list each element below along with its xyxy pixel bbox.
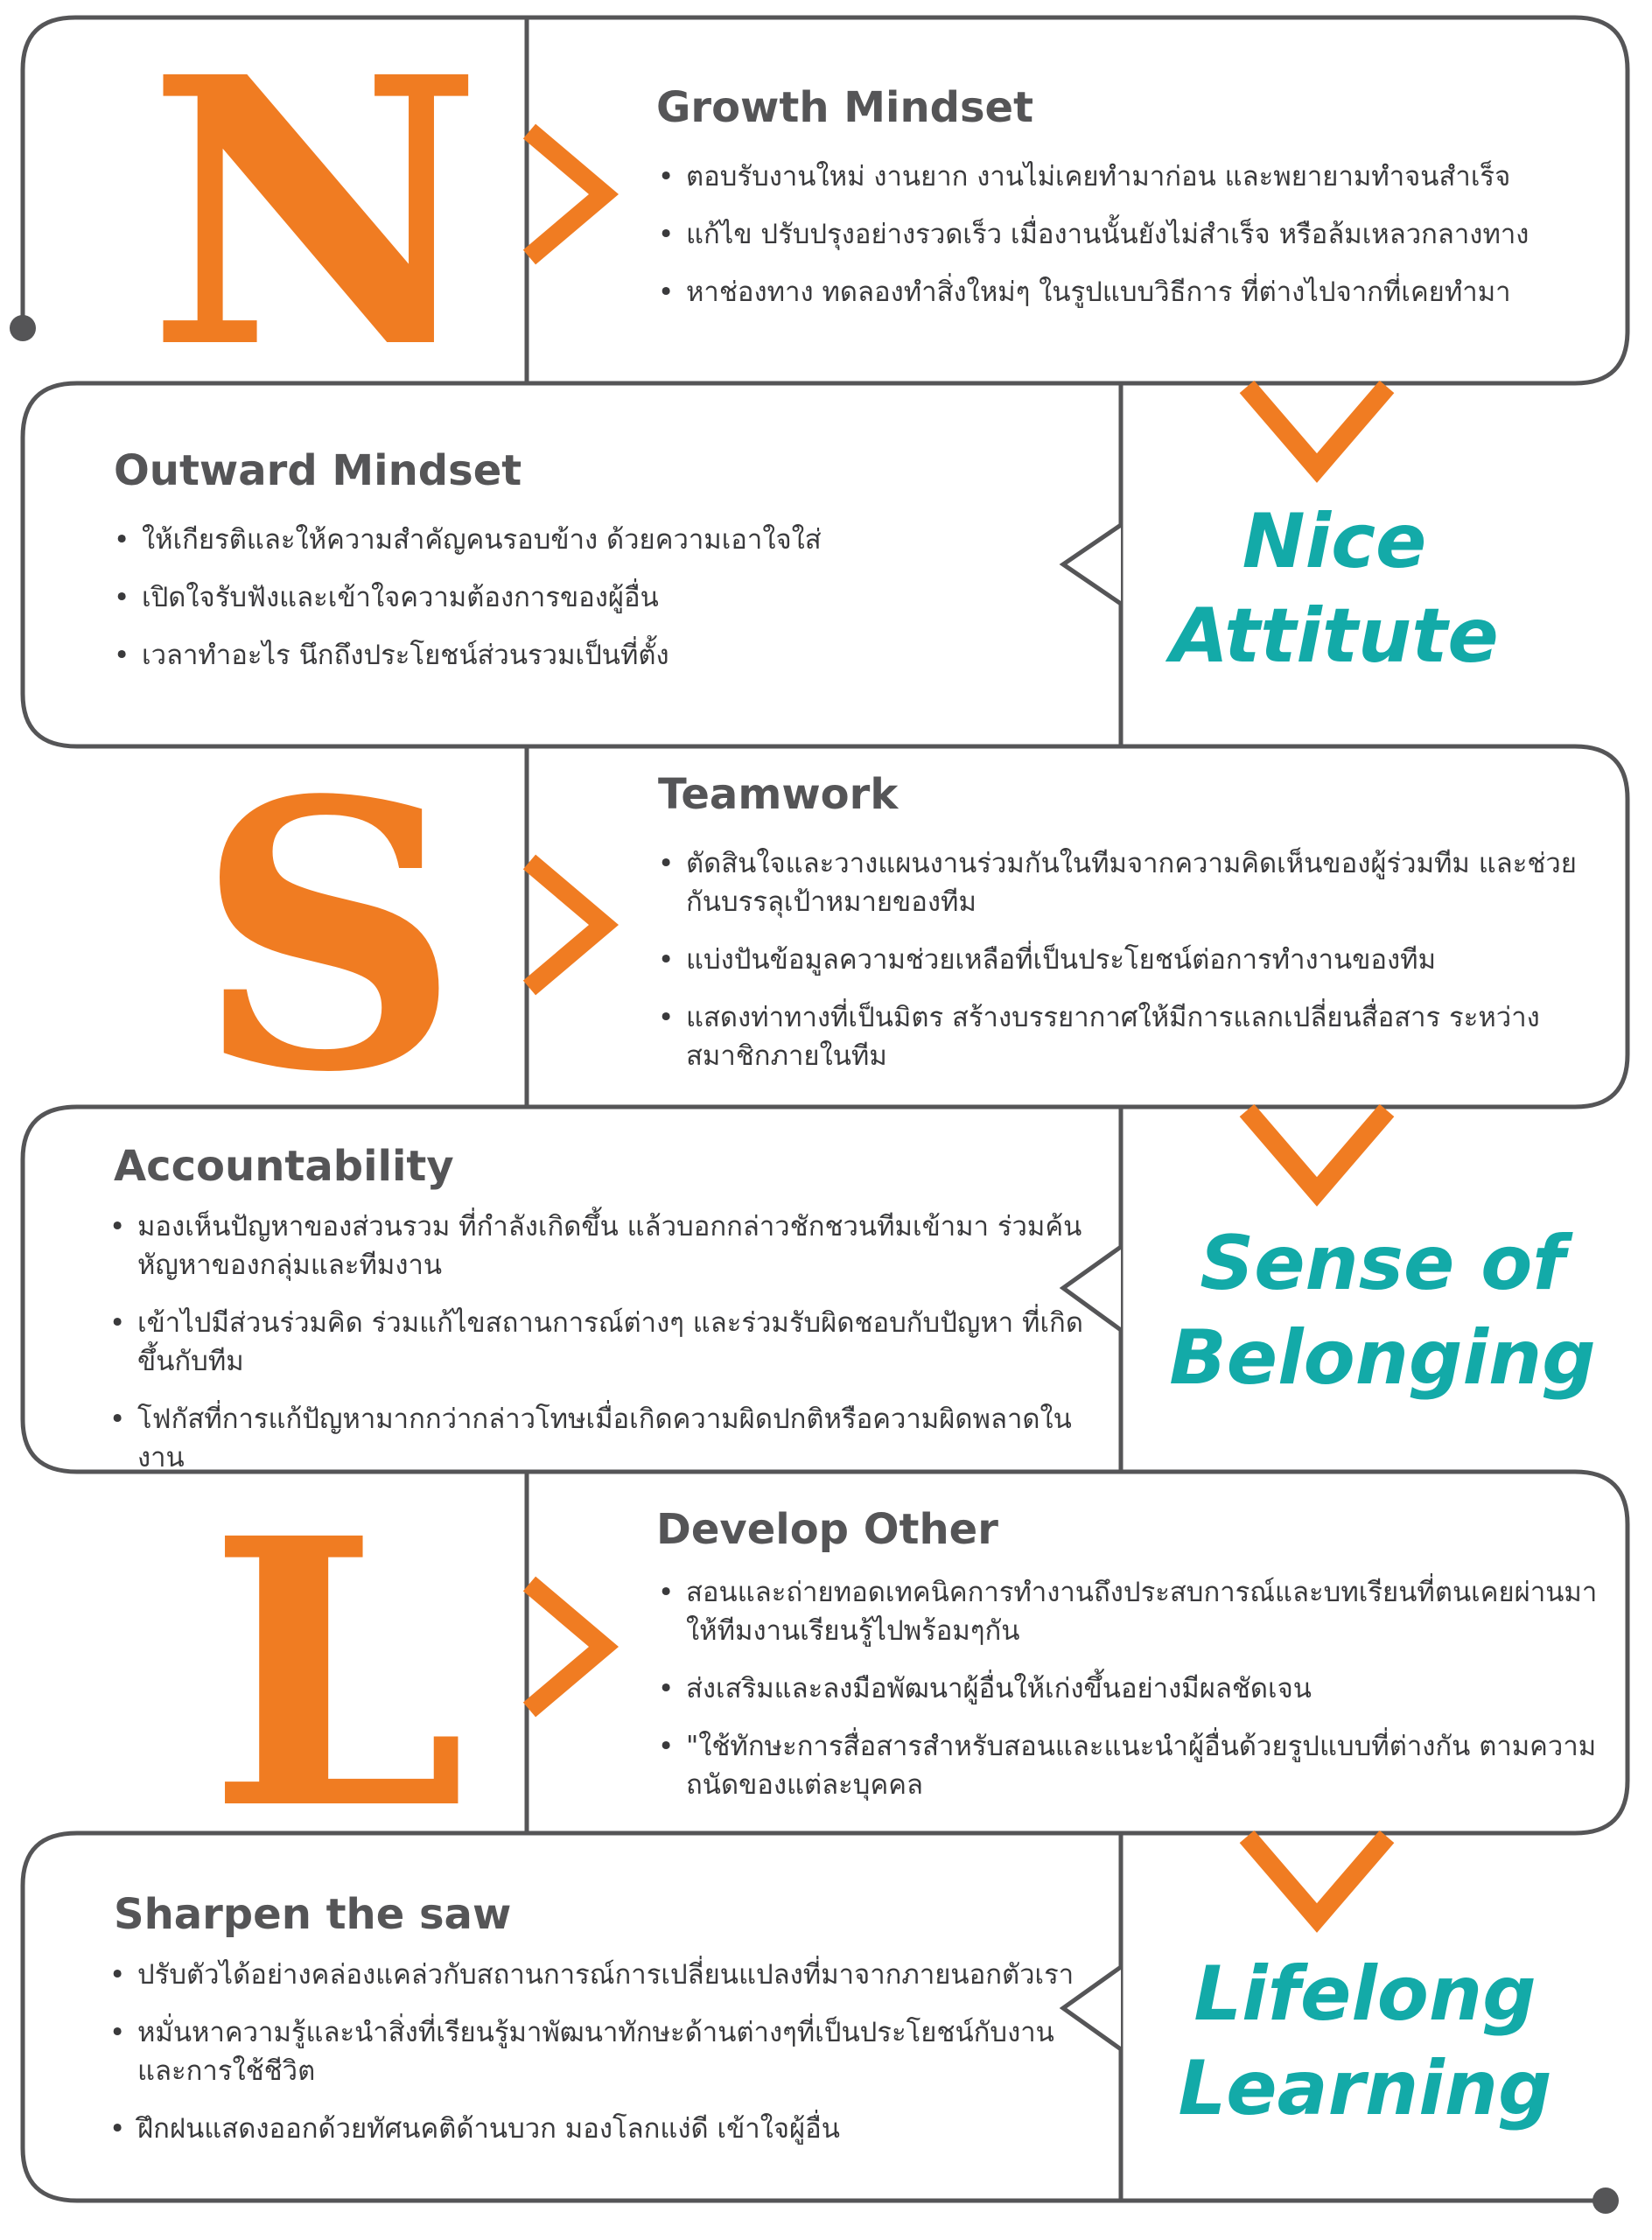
list-item: แบ่งปันข้อมูลความช่วยเหลือที่เป็นประโยชน… [658,941,1603,979]
list-item: ปรับตัวได้อย่างคล่องแคล่วกับสถานการณ์การ… [109,1956,1098,1994]
list-item: สอนและถ่ายทอดเทคนิคการทำงานถึงประสบการณ์… [658,1573,1612,1650]
theme-line: Nice [1242,498,1427,585]
theme-line: Learning [1178,2045,1552,2132]
list-item: เข้าไปมีส่วนร่วมคิด ร่วมแก้ไขสถานการณ์ต่… [109,1304,1098,1381]
list-item: ฝึกฝนแสดงออกด้วยทัศนคติด้านบวก มองโลกแง่… [109,2110,1098,2148]
accountability-list: มองเห็นปัญหาของส่วนรวม ที่กำลังเกิดขึ้น … [109,1208,1098,1496]
down-chevron-2 [1239,1103,1395,1207]
theme-line: Sense of [1200,1220,1565,1307]
frame-row-1 [20,15,1630,2203]
list-item: แก้ไข ปรับปรุงอย่างรวดเร็ว เมื่องานนั้นย… [658,215,1603,254]
theme-nice-attitute: Nice Attitute [1138,494,1531,683]
growth-mindset-list: ตอบรับงานใหม่ งานยาก งานไม่เคยทำมาก่อน แ… [658,158,1603,331]
teamwork-list: ตัดสินใจและวางแผนงานร่วมกันในทีมจากความค… [658,844,1603,1095]
heading-accountability: Accountability [114,1142,454,1191]
list-item: ตัดสินใจและวางแผนงานร่วมกันในทีมจากความค… [658,844,1603,921]
speech-notch-2 [1059,1244,1123,1333]
list-item: โฟกัสที่การแก้ปัญหามากกว่ากล่าวโทษเมื่อเ… [109,1400,1098,1477]
list-item: เวลาทำอะไร นึกถึงประโยชน์ส่วนรวมเป็นที่ต… [114,636,1041,675]
list-item: ส่งเสริมและลงมือพัฒนาผู้อื่นให้เก่งขึ้นอ… [658,1670,1612,1708]
list-item: แสดงท่าทางที่เป็นมิตร สร้างบรรยากาศให้มี… [658,998,1603,1075]
letter-s: S [195,722,461,1153]
speech-notch-3 [1059,1964,1123,2052]
list-item: หาช่องทาง ทดลองทำสิ่งใหม่ๆ ในรูปแบบวิธีก… [658,273,1603,312]
end-dot [1592,2188,1619,2214]
list-item: มองเห็นปัญหาของส่วนรวม ที่กำลังเกิดขึ้น … [109,1208,1098,1284]
list-item: ตอบรับงานใหม่ งานยาก งานไม่เคยทำมาก่อน แ… [658,158,1603,196]
right-chevron-2 [522,854,620,996]
heading-growth-mindset: Growth Mindset [656,83,1034,132]
list-item: "ใช้ทักษะการสื่อสารสำหรับสอนและแนะนำผู้อ… [658,1727,1612,1804]
heading-develop-other: Develop Other [656,1505,998,1554]
right-chevron-3 [522,1576,620,1718]
theme-line: Attitute [1170,592,1499,680]
letter-l: L [207,1460,466,1891]
sharpen-the-saw-list: ปรับตัวได้อย่างคล่องแคล่วกับสถานการณ์การ… [109,1956,1098,2167]
down-chevron-3 [1239,1830,1395,1933]
list-item: เปิดใจรับฟังและเข้าใจความต้องการของผู้อื… [114,578,1041,617]
outward-mindset-list: ให้เกียรติและให้ความสำคัญคนรอบข้าง ด้วยค… [114,521,1041,694]
letter-n: N [147,0,483,430]
theme-lifelong-learning: Lifelong Learning [1138,1947,1592,2136]
list-item: หมั่นหาความรู้และนำสิ่งที่เรียนรู้มาพัฒน… [109,2013,1098,2090]
theme-sense-of-belonging: Sense of Belonging [1129,1216,1636,1405]
speech-notch-1 [1059,522,1123,606]
right-chevron-1 [522,123,620,265]
develop-other-list: สอนและถ่ายทอดเทคนิคการทำงานถึงประสบการณ์… [658,1573,1612,1824]
heading-teamwork: Teamwork [658,770,899,819]
list-item: ให้เกียรติและให้ความสำคัญคนรอบข้าง ด้วยค… [114,521,1041,559]
down-chevron-1 [1239,380,1395,483]
theme-line: Lifelong [1194,1950,1536,2038]
heading-sharpen-the-saw: Sharpen the saw [114,1890,512,1939]
heading-outward-mindset: Outward Mindset [114,446,522,495]
start-dot [10,315,36,341]
theme-line: Belonging [1169,1314,1596,1402]
